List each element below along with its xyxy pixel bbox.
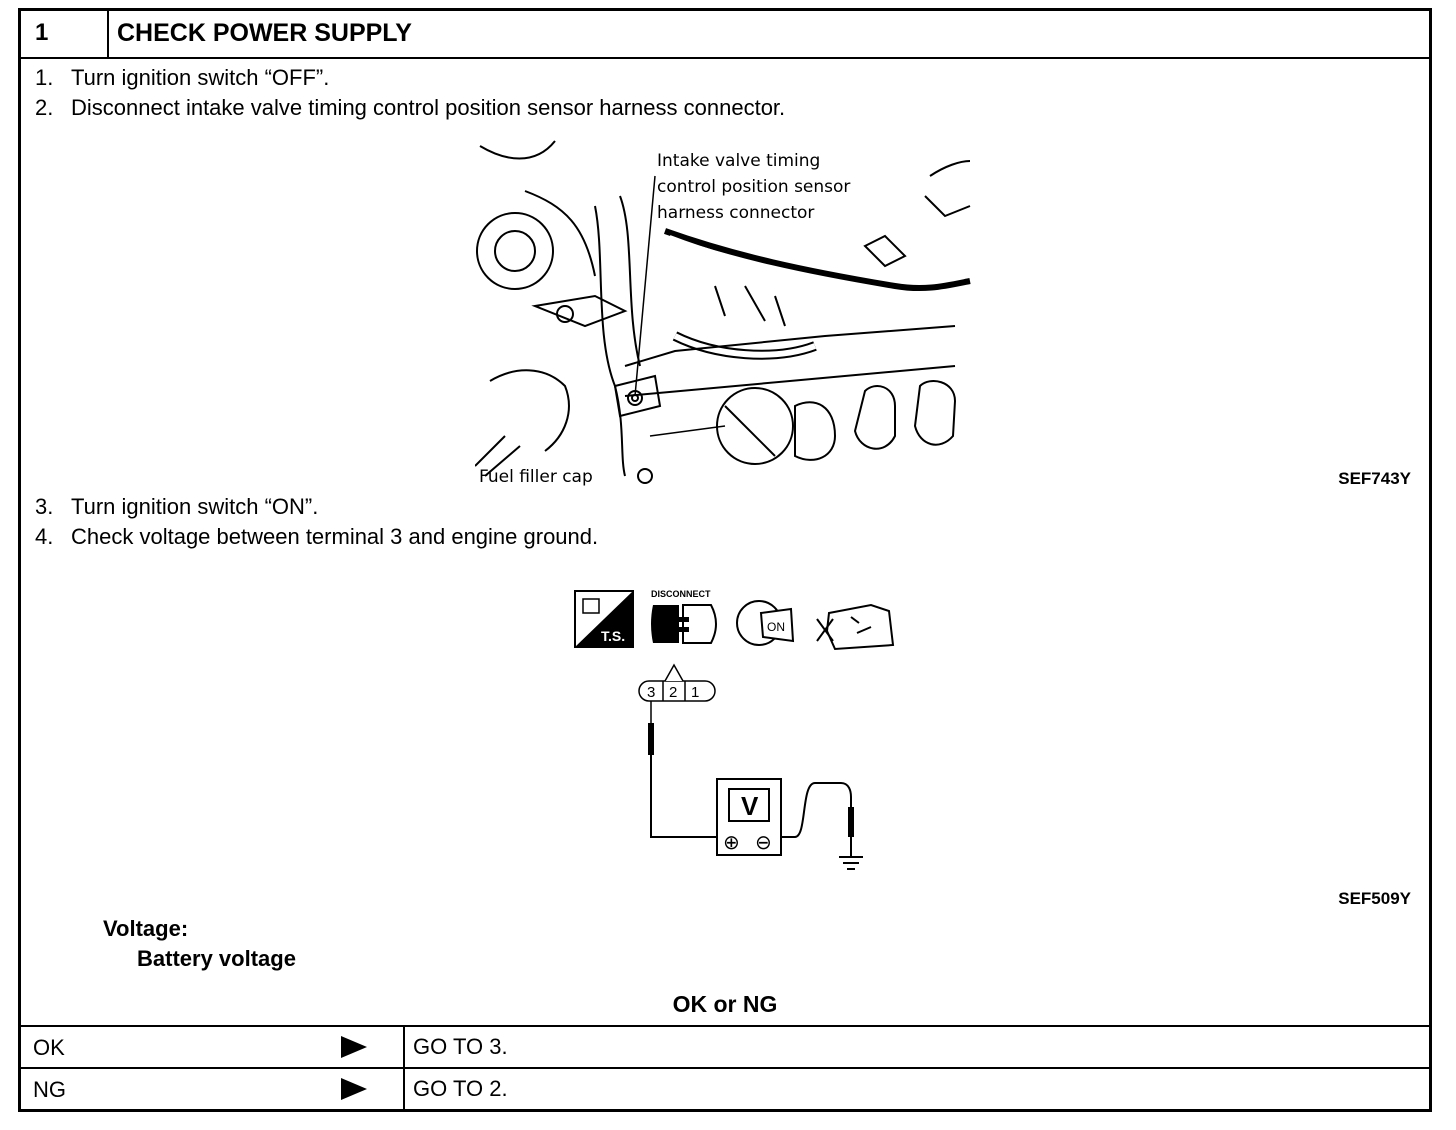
instruction-2: 2. Disconnect intake valve timing control… — [35, 95, 785, 121]
arrow-right-icon — [341, 1078, 367, 1100]
ground-symbol — [839, 856, 863, 870]
instruction-4: 4. Check voltage between terminal 3 and e… — [35, 524, 598, 550]
procedure-header: 1 CHECK POWER SUPPLY — [21, 11, 1429, 59]
instruction-text: Turn ignition switch “ON”. — [71, 494, 319, 519]
result-action: GO TO 3. — [403, 1027, 508, 1067]
ignition-on-icon: ON — [736, 600, 795, 646]
instruction-text: Turn ignition switch “OFF”. — [71, 65, 330, 90]
instruction-3: 3. Turn ignition switch “ON”. — [35, 494, 318, 520]
instruction-number: 4. — [35, 524, 54, 549]
positive-probe — [648, 723, 654, 755]
procedure-title: CHECK POWER SUPPLY — [117, 19, 412, 47]
instruction-number: 3. — [35, 494, 54, 519]
plus-terminal-icon: ⊕ — [723, 830, 740, 854]
spec-value: Battery voltage — [137, 946, 296, 971]
sensor-callout-line2: control position sensor — [657, 177, 850, 197]
engine-bay-illustration: Intake valve timing control position sen… — [475, 140, 971, 487]
engine-ground-icon — [816, 603, 895, 651]
terminal-2-label: 2 — [669, 684, 677, 701]
fuel-filler-cap-label: Fuel filler cap — [479, 467, 593, 487]
ignition-on-label: ON — [767, 620, 785, 634]
result-label: OK — [33, 1035, 65, 1060]
negative-probe — [848, 807, 854, 837]
ts-icon: T.S. — [574, 590, 634, 648]
result-row-ng: NG GO TO 2. — [21, 1067, 1429, 1109]
terminal-1-label: 1 — [691, 684, 699, 701]
minus-terminal-icon: ⊖ — [755, 830, 772, 854]
ts-label: T.S. — [601, 628, 625, 644]
procedure-frame: 1 CHECK POWER SUPPLY 1. Turn ignition swi… — [18, 8, 1432, 1112]
disconnect-label: DISCONNECT — [651, 589, 711, 599]
sensor-callout-line1: Intake valve timing — [657, 151, 820, 171]
result-row-ok: OK GO TO 3. — [21, 1025, 1429, 1067]
instruction-1: 1. Turn ignition switch “OFF”. — [35, 65, 329, 91]
arrow-right-icon — [341, 1036, 367, 1058]
result-heading: OK or NG — [672, 991, 778, 1017]
figure-reference: SEF743Y — [1338, 469, 1411, 488]
voltmeter-label: V — [741, 791, 759, 821]
figure-reference: SEF509Y — [1338, 889, 1411, 908]
instruction-text: Check voltage between terminal 3 and eng… — [71, 524, 599, 549]
instruction-number: 1. — [35, 65, 54, 90]
sensor-callout-line3: harness connector — [657, 203, 814, 223]
result-action: GO TO 2. — [403, 1069, 508, 1109]
result-label: NG — [33, 1077, 66, 1102]
step-number: 1 — [21, 11, 109, 57]
spec-label: Voltage: — [103, 916, 189, 941]
terminal-3-label: 3 — [647, 684, 655, 701]
voltage-check-diagram: T.S. DISCONNECT ON 3 2 1 V — [574, 589, 895, 870]
instruction-number: 2. — [35, 95, 54, 120]
instruction-text: Disconnect intake valve timing control p… — [71, 95, 786, 120]
disconnect-icon: DISCONNECT — [651, 589, 717, 644]
